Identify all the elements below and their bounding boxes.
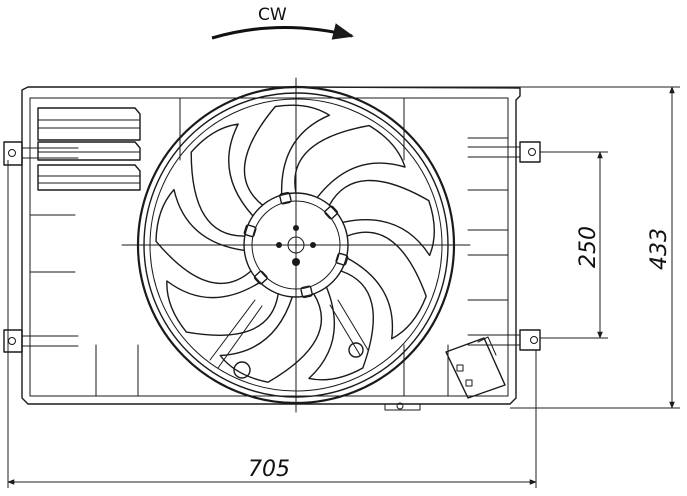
hub-lug — [279, 191, 292, 205]
rotation-indicator: CW — [211, 5, 355, 40]
mount-spacing-dimension: 250 — [540, 151, 608, 339]
fan-blade — [190, 123, 254, 237]
rotation-arrow-icon — [211, 23, 355, 40]
hub-lug — [335, 252, 349, 266]
hub-lug — [300, 285, 313, 299]
louvre-vents — [37, 107, 141, 191]
fan-blade — [219, 293, 323, 383]
fan-blade — [243, 104, 331, 206]
rotation-label: CW — [258, 5, 287, 25]
fan-blade — [345, 231, 427, 340]
shroud-frame — [21, 86, 521, 411]
height-dimension: 433 — [300, 86, 680, 409]
width-dimension: 705 — [7, 160, 537, 488]
centre-lines — [121, 77, 471, 413]
mount-spacing-label: 250 — [576, 226, 601, 268]
fan-blade — [166, 280, 279, 336]
fan-blade — [308, 270, 374, 381]
hub-lug — [253, 270, 268, 285]
hub-lug — [243, 224, 257, 238]
height-dimension-label: 433 — [647, 228, 672, 270]
hub-lug — [324, 205, 339, 220]
fan-blade — [328, 179, 435, 257]
fan-blade — [155, 188, 252, 285]
width-dimension-label: 705 — [248, 457, 290, 482]
mounting-brackets — [3, 141, 541, 353]
connector-housing — [445, 336, 506, 399]
fan-blade — [294, 124, 406, 199]
